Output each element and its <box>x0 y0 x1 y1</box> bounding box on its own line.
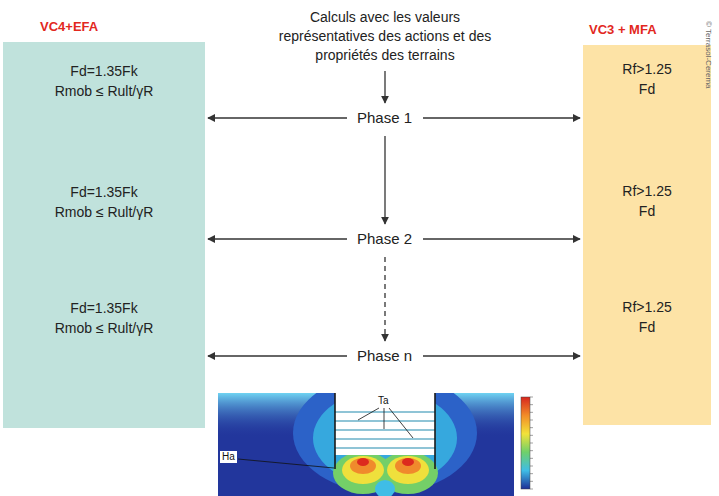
node-text: Calculs avec les valeurs représentatives… <box>278 8 493 65</box>
node-text: Fd=1.35Fk <box>3 299 205 318</box>
symbol-label: Ta <box>378 395 389 407</box>
copyright-note: © Terrasol-Cerema <box>703 10 713 100</box>
struts <box>335 412 435 448</box>
leader-lines <box>238 408 413 468</box>
node-text: Fd=1.35Fk <box>3 183 205 202</box>
symbol-label: Ha <box>220 451 237 463</box>
stress-halo <box>293 393 477 493</box>
input-note: Calculs avec les valeurs représentatives… <box>278 8 493 65</box>
node-text: Rf>1.25 Fd <box>617 297 677 337</box>
verification-panel: VC3 + MFARf>1.25 FdRf>1.25 FdRf>1.25 Fd <box>583 45 711 425</box>
flow-arrow <box>384 71 385 103</box>
color-scale-ticks <box>530 397 533 489</box>
flow-arrow <box>208 238 347 239</box>
flow-arrow <box>384 136 385 224</box>
node-text: Phase n <box>353 344 417 368</box>
flow-arrow <box>423 355 580 356</box>
heave-lobe <box>387 456 429 484</box>
fe-model-illustration <box>218 393 558 496</box>
panel-heading: VC3 + MFA <box>589 21 699 39</box>
flow-arrow <box>423 238 580 239</box>
flow-arrow <box>208 355 347 356</box>
flow-arrow <box>208 117 347 118</box>
verification-panel: VC4+EFAFd=1.35FkRmob ≤ Rult/γRFd=1.35FkR… <box>3 42 205 428</box>
heave-lobe <box>395 458 421 474</box>
retaining-walls <box>335 393 435 469</box>
node-text: Rf>1.25 Fd <box>617 59 677 99</box>
phase-step: Phase n <box>353 344 417 368</box>
heave-lobe <box>350 458 376 474</box>
excavation <box>335 393 435 455</box>
legend-ground <box>514 393 558 496</box>
node-text: Phase 2 <box>353 227 417 251</box>
heave-peak <box>402 458 414 466</box>
heave-peak <box>357 458 369 466</box>
phase-step: Phase 1 <box>353 106 417 130</box>
flow-arrow <box>423 117 580 118</box>
panel-heading: VC4+EFA <box>40 18 180 36</box>
node-text: Rf>1.25 Fd <box>617 181 677 221</box>
node-text: Rmob ≤ Rult/γR <box>3 319 205 338</box>
heave-lobe <box>342 456 384 484</box>
phase-step: Phase 2 <box>353 227 417 251</box>
node-text: Rmob ≤ Rult/γR <box>3 82 205 101</box>
flow-arrow <box>384 257 385 341</box>
node-text: Rmob ≤ Rult/γR <box>3 203 205 222</box>
node-text: Fd=1.35Fk <box>3 62 205 81</box>
color-scale <box>521 397 530 489</box>
heave-dip <box>375 480 395 496</box>
node-text: Phase 1 <box>353 106 417 130</box>
